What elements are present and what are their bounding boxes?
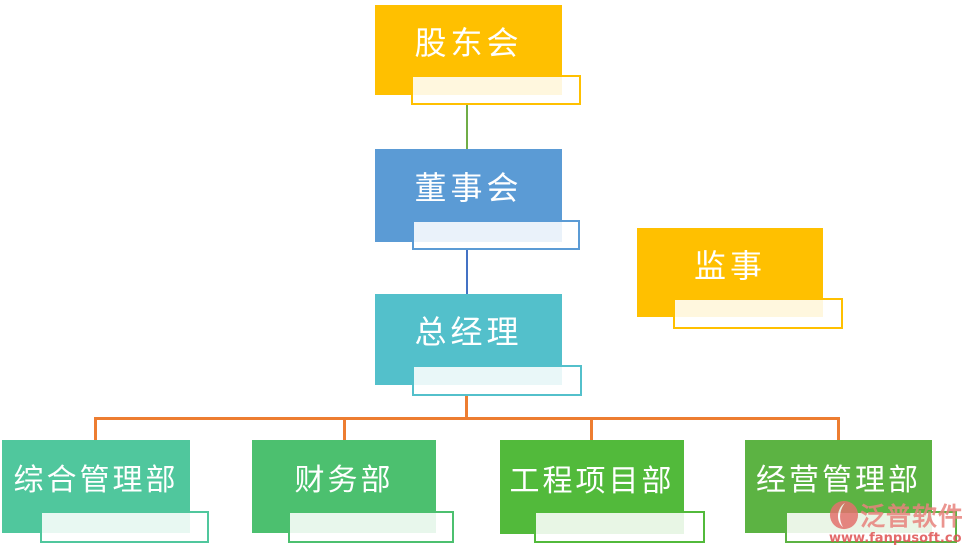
watermark-row: 泛普软件 — [829, 497, 962, 533]
org-node-dept-finance-label: 财务部 — [294, 463, 394, 499]
org-node-shareholders-label: 股东会 — [414, 24, 523, 62]
connector-drop-dept-operations — [837, 417, 840, 441]
connector-departments-horizontal-line — [94, 417, 840, 420]
watermark: 泛普软件 www.fanpusoft.com — [829, 497, 962, 546]
org-node-general-manager: 总经理 — [375, 294, 582, 396]
org-node-general-manager-attachment-box — [412, 365, 582, 396]
org-node-supervisor-attachment-box — [673, 298, 843, 329]
org-node-dept-engineering-attachment-box — [534, 511, 705, 543]
org-node-general-manager-label: 总经理 — [414, 313, 523, 352]
org-node-shareholders: 股东会 — [375, 5, 581, 105]
connector-drop-dept-finance — [343, 417, 346, 441]
org-node-dept-engineering-label: 工程项目部 — [509, 463, 675, 499]
connector-shareholders-board-line — [466, 105, 468, 149]
org-node-board-attachment-box — [412, 220, 580, 250]
org-node-dept-admin-label: 综合管理部 — [13, 463, 179, 499]
org-node-board-label: 董事会 — [414, 169, 523, 208]
org-node-dept-operations-attachment-box — [785, 511, 957, 543]
org-node-supervisor-label: 监事 — [693, 246, 766, 285]
org-node-board: 董事会 — [375, 149, 580, 250]
connector-board-gm-line — [466, 250, 468, 294]
connector-drop-dept-engineering — [590, 417, 593, 441]
org-node-dept-admin: 综合管理部 — [2, 440, 209, 543]
org-node-dept-finance: 财务部 — [252, 440, 454, 543]
connector-gm-trunk-line — [465, 396, 468, 418]
org-node-supervisor: 监事 — [637, 228, 843, 329]
fanpu-logo-icon — [829, 500, 859, 530]
connector-drop-dept-admin — [94, 417, 97, 441]
watermark-url-text: www.fanpusoft.com — [829, 531, 962, 546]
org-node-dept-engineering: 工程项目部 — [500, 440, 705, 543]
org-node-shareholders-attachment-box — [411, 75, 581, 105]
org-node-dept-admin-attachment-box — [40, 511, 209, 543]
org-node-dept-operations-label: 经营管理部 — [756, 463, 921, 499]
watermark-brand-text: 泛普软件 — [860, 502, 962, 531]
org-node-dept-finance-attachment-box — [288, 511, 454, 543]
